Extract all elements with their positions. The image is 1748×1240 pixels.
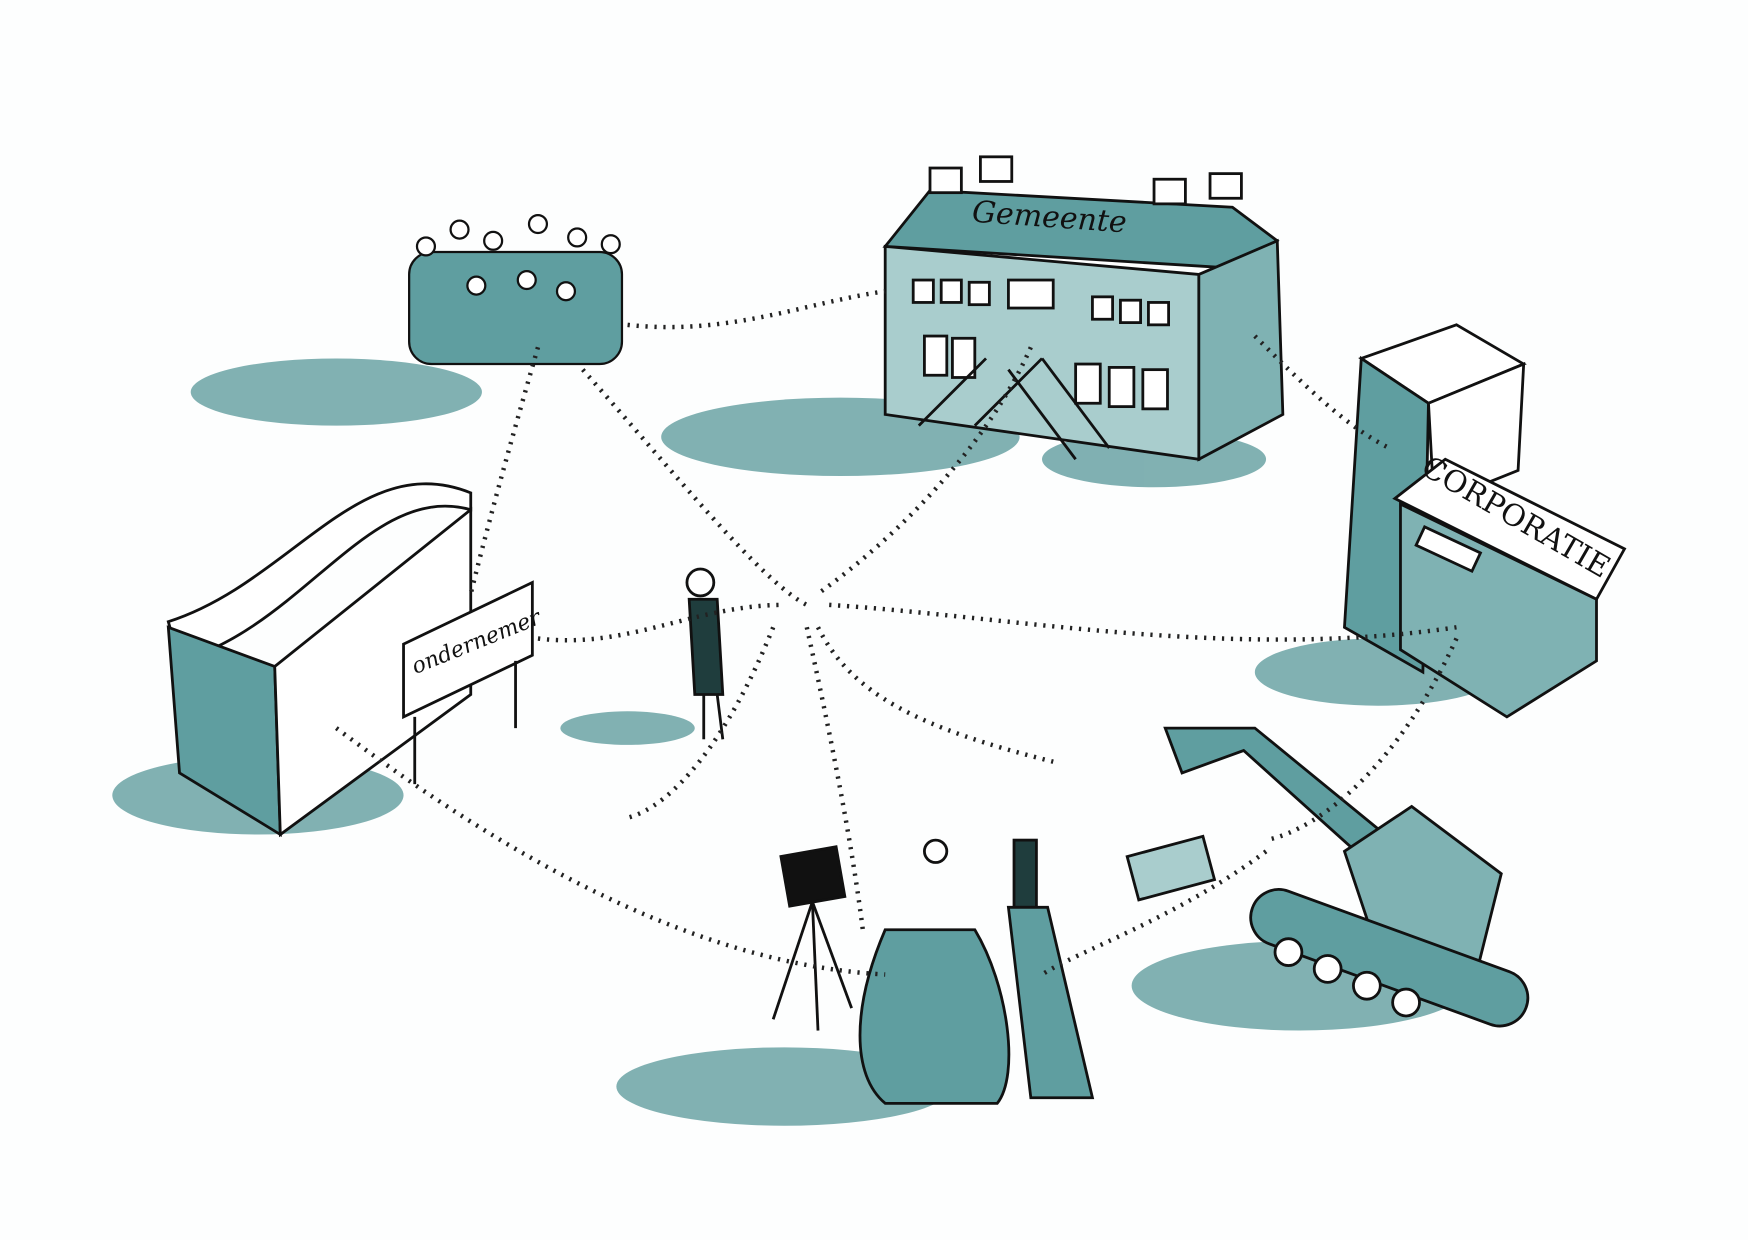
entrepreneur-building bbox=[166, 482, 534, 838]
municipality-building bbox=[882, 155, 1285, 462]
ropes bbox=[334, 289, 1459, 977]
corporation-building bbox=[1343, 323, 1627, 719]
negotiator-figure bbox=[685, 567, 725, 740]
dancing-couple bbox=[858, 838, 1095, 1105]
crowd-of-people bbox=[408, 213, 624, 366]
excavator bbox=[1125, 726, 1530, 1028]
film-light bbox=[771, 845, 853, 1031]
